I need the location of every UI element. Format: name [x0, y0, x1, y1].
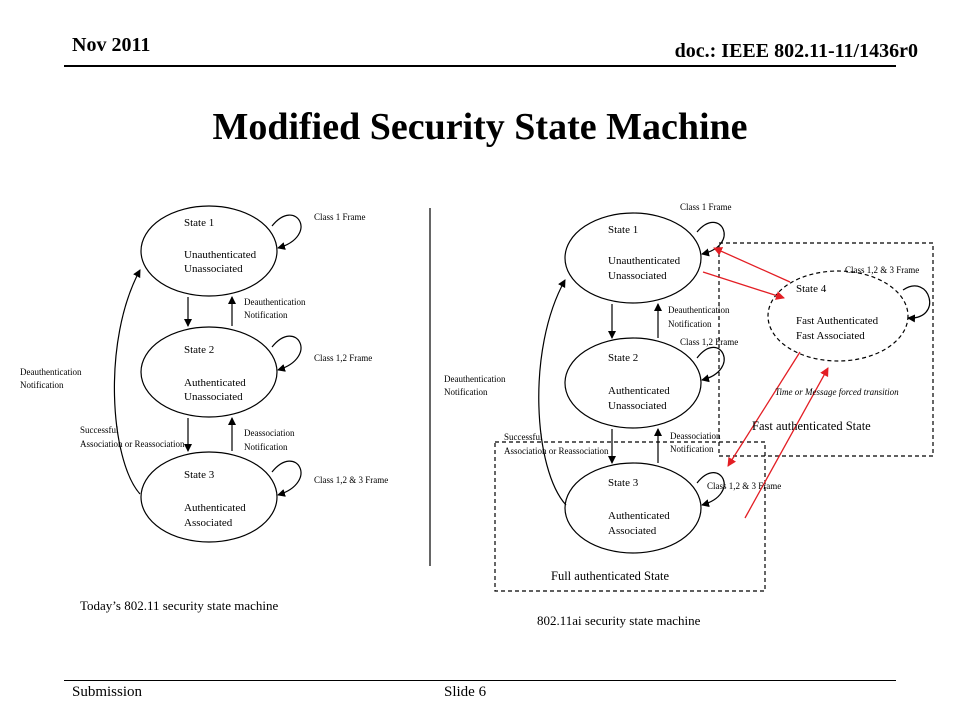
footer-submission: Submission — [72, 684, 143, 700]
left-state-machine — [113, 205, 302, 543]
left-state2-line2: Unassociated — [184, 391, 243, 403]
right-loop2-label: Class 1,2 Frame — [680, 337, 738, 347]
right-state1-line1: Unauthenticated — [608, 255, 681, 267]
right-loop3-label: Class 1,2 & 3 Frame — [707, 481, 781, 491]
left-deauth-mid-line2: Notification — [244, 310, 288, 320]
s4-to-s3-red-arrow — [727, 351, 801, 467]
right-loop1-label: Class 1 Frame — [680, 202, 732, 212]
right-state4-line2: Fast Associated — [796, 330, 865, 342]
footer-rule — [64, 680, 896, 681]
right-state3-line2: Associated — [608, 525, 657, 537]
left-state1-line2: Unassociated — [184, 263, 243, 275]
s4-to-s1-red-arrow — [713, 247, 791, 283]
left-loop2-arrow — [271, 335, 302, 372]
right-state-machine — [494, 212, 934, 592]
right-state2-ellipse — [564, 337, 702, 429]
right-deauth-mid-line2: Notification — [668, 319, 712, 329]
left-success-line2: Association or Reassociation — [80, 439, 185, 449]
left-loop3-arrow — [271, 460, 302, 497]
header-rule — [64, 65, 896, 67]
right-state1-ellipse — [564, 212, 702, 304]
left-deauth-left-line2: Notification — [20, 380, 64, 390]
right-success-line2: Association or Reassociation — [504, 446, 609, 456]
left-state2-ellipse — [140, 326, 278, 418]
right-deassoc-line1: Deassociation — [670, 431, 721, 441]
right-state-texts: State 1 Unauthenticated Unassociated Sta… — [444, 202, 919, 628]
left-state3-line2: Associated — [184, 517, 233, 529]
fast-authenticated-box — [718, 242, 934, 457]
left-success-line1: Successful — [80, 425, 119, 435]
right-loop2-arrow — [696, 346, 725, 383]
full-box-label: Full authenticated State — [551, 569, 669, 583]
s3-to-s4-red-arrow — [744, 367, 829, 519]
left-deauth-mid-line1: Deauthentication — [244, 297, 306, 307]
right-s3-to-s1-arrow — [538, 279, 567, 506]
left-deassoc-line2: Notification — [244, 442, 288, 452]
right-deauth-mid-line1: Deauthentication — [668, 305, 730, 315]
left-s3-to-s1-arrow — [113, 269, 141, 495]
s1-to-s4-red-arrow — [702, 271, 785, 300]
fast-transitions — [702, 247, 829, 519]
right-state4-title: State 4 — [796, 283, 827, 295]
left-deauth-left-line1: Deauthentication — [20, 367, 82, 377]
left-state2-title: State 2 — [184, 344, 214, 356]
slide-title: Modified Security State Machine — [212, 106, 748, 148]
header-date: Nov 2011 — [72, 34, 151, 56]
right-loop1-arrow — [696, 221, 725, 257]
right-success-line1: Successful — [504, 432, 543, 442]
right-state2-line2: Unassociated — [608, 400, 667, 412]
left-state3-ellipse — [140, 451, 278, 543]
header-doc-id: doc.: IEEE 802.11-11/1436r0 — [674, 40, 918, 62]
right-state2-line1: Authenticated — [608, 385, 670, 397]
left-deassoc-line1: Deassociation — [244, 428, 295, 438]
left-state1-ellipse — [140, 205, 278, 297]
fast-box-label: Fast authenticated State — [752, 419, 871, 433]
forced-transition-label: Time or Message forced transition — [775, 387, 899, 397]
left-state3-title: State 3 — [184, 469, 215, 481]
left-state1-line1: Unauthenticated — [184, 249, 257, 261]
left-loop3-label: Class 1,2 & 3 Frame — [314, 475, 388, 485]
left-loop2-label: Class 1,2 Frame — [314, 353, 372, 363]
left-state1-title: State 1 — [184, 217, 214, 229]
right-loop3-arrow — [696, 472, 725, 507]
right-state2-title: State 2 — [608, 352, 638, 364]
left-state2-line1: Authenticated — [184, 377, 246, 389]
left-loop1-arrow — [271, 214, 302, 250]
left-caption: Today’s 802.11 security state machine — [80, 598, 278, 613]
left-loop1-label: Class 1 Frame — [314, 212, 366, 222]
right-caption: 802.11ai security state machine — [537, 613, 701, 628]
left-state-texts: State 1 Unauthenticated Unassociated Sta… — [20, 212, 388, 613]
full-authenticated-box — [494, 441, 766, 592]
right-state3-title: State 3 — [608, 477, 639, 489]
right-loop4-label: Class 1,2 & 3 Frame — [845, 265, 919, 275]
footer-slide-number: Slide 6 — [444, 684, 487, 700]
right-deauth-left-line2: Notification — [444, 387, 488, 397]
right-loop4-arrow — [902, 285, 931, 323]
right-state3-ellipse — [564, 462, 702, 554]
right-state1-line2: Unassociated — [608, 270, 667, 282]
right-state3-line1: Authenticated — [608, 510, 670, 522]
right-state4-line1: Fast Authenticated — [796, 315, 879, 327]
right-state1-title: State 1 — [608, 224, 638, 236]
right-deassoc-line2: Notification — [670, 444, 714, 454]
left-state3-line1: Authenticated — [184, 502, 246, 514]
right-deauth-left-line1: Deauthentication — [444, 374, 506, 384]
